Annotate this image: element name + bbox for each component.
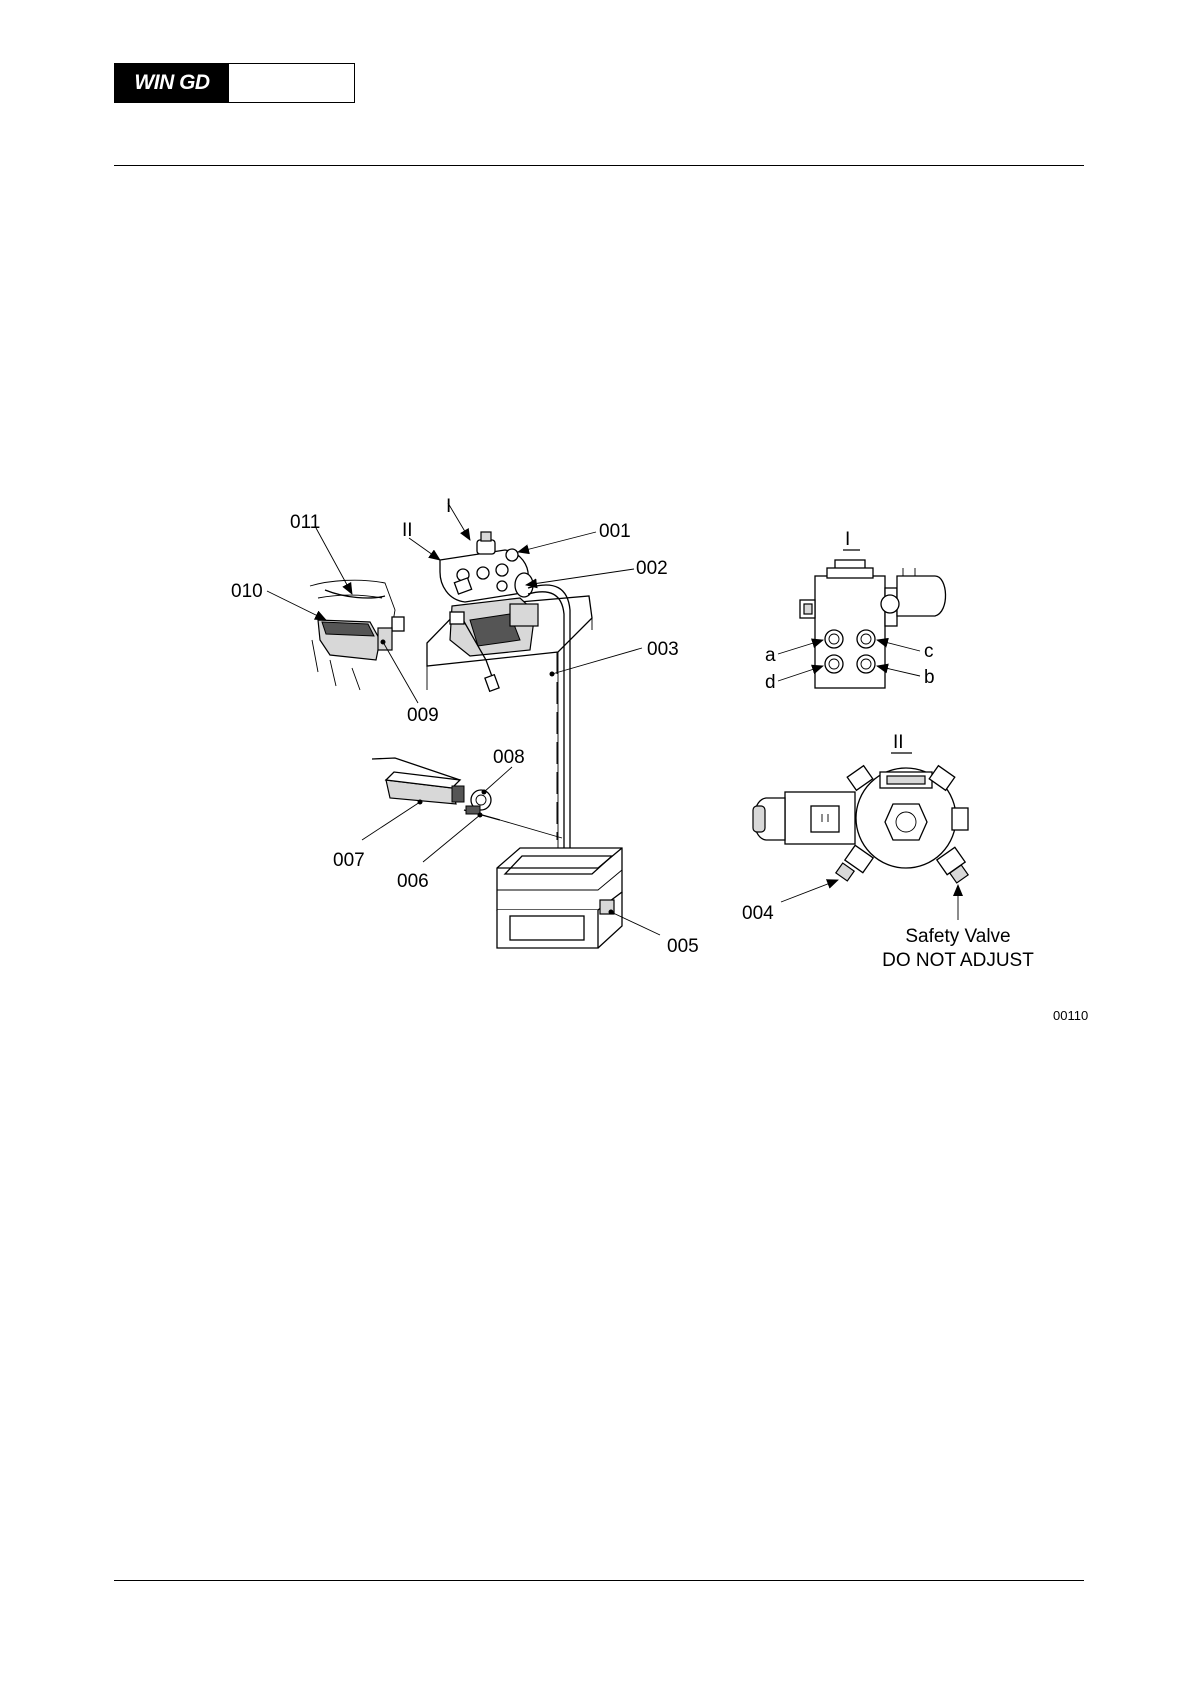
callout-view-II: II xyxy=(402,520,413,541)
hand-pump-drawing xyxy=(372,758,500,820)
callout-view-I: I xyxy=(446,496,451,517)
engine-fixture-drawing xyxy=(310,580,404,690)
callout-011: 011 xyxy=(290,512,320,533)
callout-008: 008 xyxy=(493,747,525,768)
callout-002: 002 xyxy=(636,558,668,579)
callout-007: 007 xyxy=(333,850,365,871)
figure-code: 00110 xyxy=(1053,1008,1088,1023)
callout-009: 009 xyxy=(407,705,439,726)
detail-I-title: I xyxy=(845,529,850,550)
detail-II-title: II xyxy=(893,732,904,753)
callout-003: 003 xyxy=(647,639,679,660)
port-d-label: d xyxy=(765,672,776,693)
hydraulic-block-drawing xyxy=(440,532,533,602)
port-a-label: a xyxy=(765,645,776,666)
safety-valve-label: Safety Valve xyxy=(905,926,1010,947)
detail-I-drawing: I a d c b xyxy=(765,529,946,693)
callout-001: 001 xyxy=(599,521,631,542)
callout-010: 010 xyxy=(231,581,263,602)
callout-004: 004 xyxy=(742,903,774,924)
callout-005: 005 xyxy=(667,936,699,957)
container-drawing xyxy=(497,848,622,948)
vice-drawing xyxy=(450,598,538,691)
port-b-label: b xyxy=(924,667,935,688)
callout-006: 006 xyxy=(397,871,429,892)
do-not-adjust-label: DO NOT ADJUST xyxy=(882,950,1034,971)
detail-II-drawing: II 004 Safety Valve DO NOT ADJUST xyxy=(742,732,1034,971)
port-c-label: c xyxy=(924,641,934,662)
